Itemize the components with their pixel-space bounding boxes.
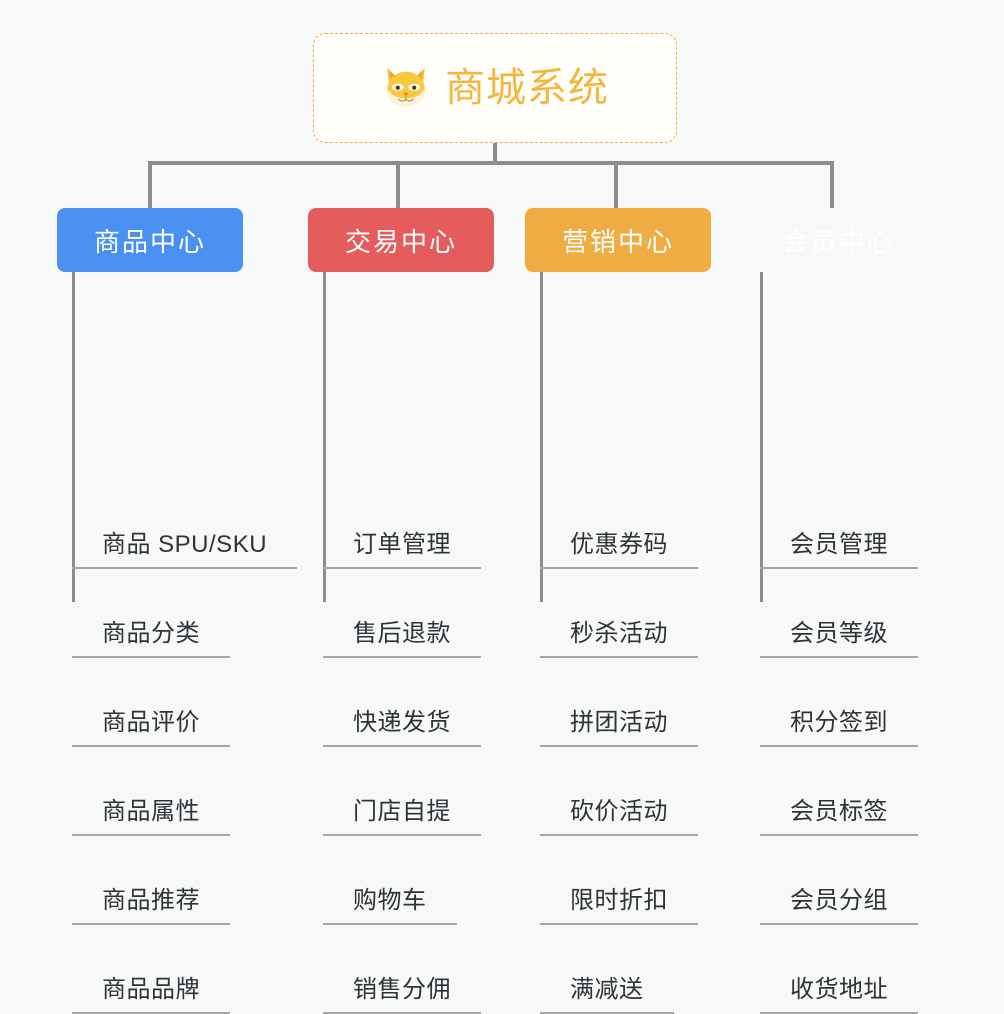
leaf-label: 积分签到	[760, 706, 918, 747]
trunk-line-3	[540, 272, 543, 602]
leaf-label: 会员管理	[760, 528, 918, 569]
leaf-label: 商品评价	[72, 706, 230, 747]
trunk-line-4	[760, 272, 763, 602]
leaf-label: 优惠券码	[540, 528, 698, 569]
leaf-list-marketing-center: 优惠券码 秒杀活动 拼团活动 砍价活动 限时折扣 满减送	[540, 480, 698, 1014]
list-item[interactable]: 快递发货	[323, 658, 481, 747]
leaf-label: 满减送	[540, 973, 674, 1014]
connector-drop-3	[614, 161, 618, 208]
category-card-member-center[interactable]: 会员中心	[782, 226, 895, 257]
root-title: 商城系统	[445, 66, 609, 110]
leaf-label: 购物车	[323, 884, 457, 925]
list-item[interactable]: 商品推荐	[72, 836, 297, 925]
list-item[interactable]: 订单管理	[323, 480, 481, 569]
leaf-label: 商品品牌	[72, 973, 230, 1014]
list-item[interactable]: 商品 SPU/SKU	[72, 480, 298, 569]
list-item[interactable]: 门店自提	[323, 747, 481, 836]
list-item[interactable]: 积分签到	[760, 658, 918, 747]
leaf-list-trade-center: 订单管理 售后退款 快递发货 门店自提 购物车 销售分佣	[323, 480, 481, 1014]
leaf-label: 会员标签	[760, 795, 918, 836]
list-item[interactable]: 满减送	[540, 925, 698, 1014]
connector-horizontal-bus	[148, 161, 834, 165]
root-node[interactable]: 商城系统	[313, 33, 677, 143]
shiba-dog-icon	[387, 67, 425, 108]
leaf-label: 快递发货	[323, 706, 481, 747]
column-product-center: 商品中心 商品 SPU/SKU 商品分类 商品评价 商品属性 商品推荐 商品品牌	[57, 208, 298, 1014]
list-item[interactable]: 会员等级	[760, 569, 918, 658]
connector-root-stem	[493, 143, 497, 164]
list-item[interactable]: 商品评价	[72, 658, 297, 747]
leaf-list-member-center: 会员管理 会员等级 积分签到 会员标签 会员分组 收货地址	[760, 480, 918, 1014]
leaf-list-product-center: 商品 SPU/SKU 商品分类 商品评价 商品属性 商品推荐 商品品牌	[72, 480, 298, 1014]
list-item[interactable]: 限时折扣	[540, 836, 698, 925]
category-card-marketing-center[interactable]: 营销中心	[525, 208, 711, 272]
category-card-product-center[interactable]: 商品中心	[57, 208, 243, 272]
leaf-label: 门店自提	[323, 795, 481, 836]
list-item[interactable]: 收货地址	[760, 925, 918, 1014]
list-item[interactable]: 会员标签	[760, 747, 918, 836]
list-item[interactable]: 砍价活动	[540, 747, 698, 836]
list-item[interactable]: 商品品牌	[72, 925, 297, 1014]
list-item[interactable]: 会员分组	[760, 836, 918, 925]
list-item[interactable]: 销售分佣	[323, 925, 481, 1014]
list-item[interactable]: 商品属性	[72, 747, 297, 836]
list-item[interactable]: 售后退款	[323, 569, 481, 658]
trunk-line-2	[323, 272, 326, 602]
connector-drop-2	[396, 161, 400, 208]
leaf-label: 订单管理	[323, 528, 481, 569]
leaf-label: 销售分佣	[323, 973, 481, 1014]
leaf-label: 会员等级	[760, 617, 918, 658]
leaf-label: 会员分组	[760, 884, 918, 925]
column-trade-center: 交易中心 订单管理 售后退款 快递发货 门店自提 购物车 销售分佣	[308, 208, 540, 1014]
list-item[interactable]: 购物车	[323, 836, 481, 925]
list-item[interactable]: 会员管理	[760, 480, 918, 569]
list-item[interactable]: 商品分类	[72, 569, 297, 658]
leaf-label: 收货地址	[760, 973, 918, 1014]
leaf-label: 限时折扣	[540, 884, 698, 925]
leaf-label: 秒杀活动	[540, 617, 698, 658]
leaf-label: 商品推荐	[72, 884, 230, 925]
leaf-label: 砍价活动	[540, 795, 698, 836]
connector-drop-1	[148, 161, 152, 208]
leaf-label: 拼团活动	[540, 706, 698, 747]
column-member-center: 会员中心 会员管理 会员等级 积分签到 会员标签 会员分组 收货地址	[745, 208, 975, 1014]
list-item[interactable]: 优惠券码	[540, 480, 698, 569]
list-item[interactable]: 秒杀活动	[540, 569, 698, 658]
leaf-label: 商品 SPU/SKU	[72, 528, 298, 569]
leaf-label: 商品分类	[72, 617, 230, 658]
leaf-label: 售后退款	[323, 617, 481, 658]
trunk-line-1	[72, 272, 75, 602]
column-marketing-center: 营销中心 优惠券码 秒杀活动 拼团活动 砍价活动 限时折扣 满减送	[525, 208, 755, 1014]
category-card-trade-center[interactable]: 交易中心	[308, 208, 494, 272]
connector-drop-4	[830, 161, 834, 208]
leaf-label: 商品属性	[72, 795, 230, 836]
mindmap-canvas: 商城系统 商品中心 商品 SPU/SKU 商品分类 商品评价 商品属性 商品推荐…	[57, 33, 975, 1014]
list-item[interactable]: 拼团活动	[540, 658, 698, 747]
